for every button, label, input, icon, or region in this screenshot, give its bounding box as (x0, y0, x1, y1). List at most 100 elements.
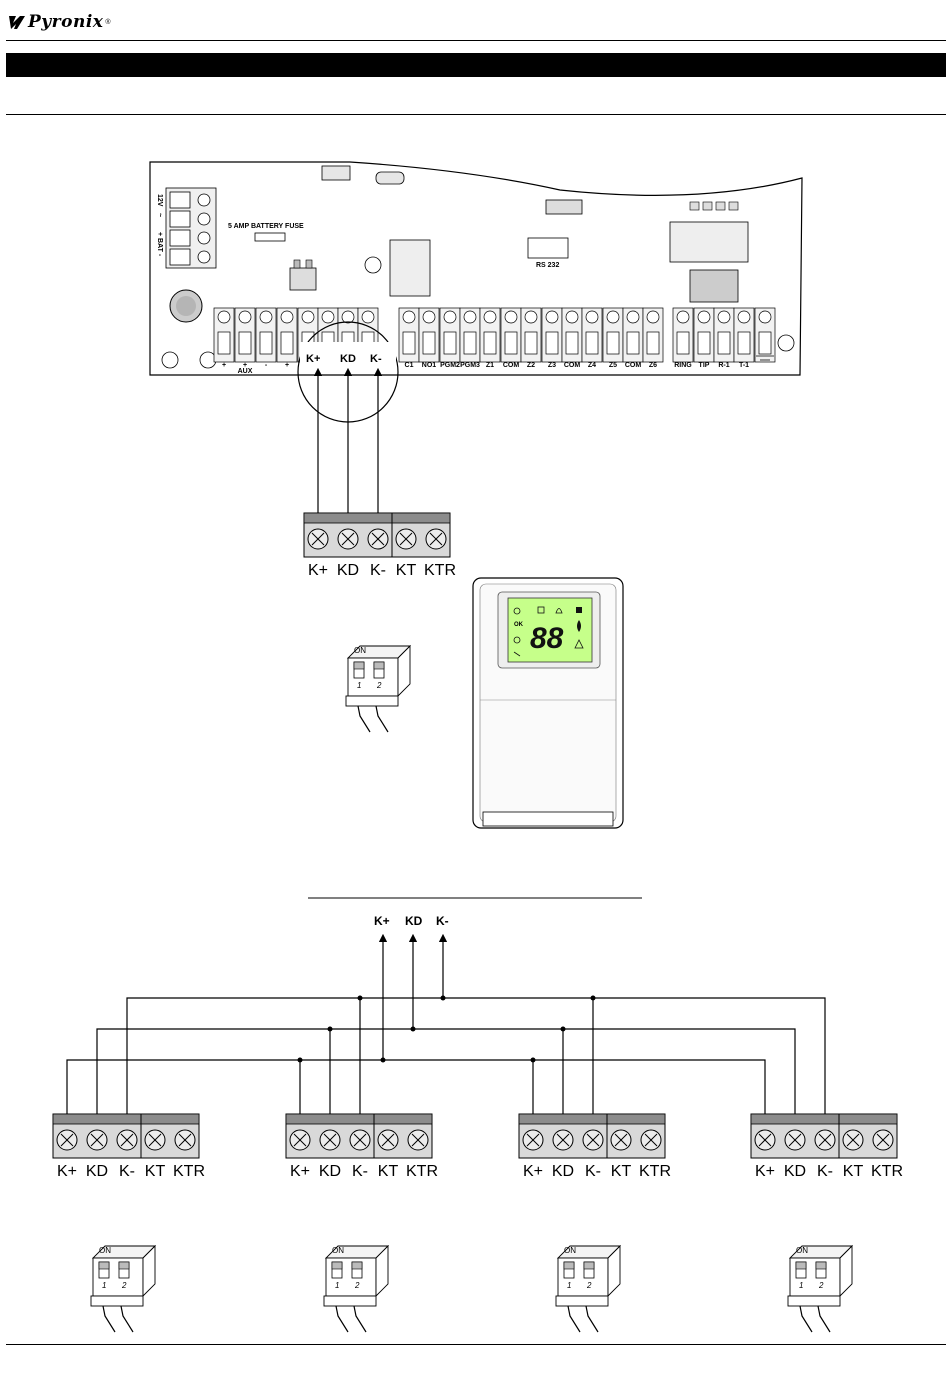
dip-on-label: ON (332, 1246, 344, 1255)
dip-position-label: 2 (586, 1281, 592, 1290)
terminal-label: KT (611, 1163, 632, 1180)
panel-terminal-label: NO1 (422, 362, 437, 369)
bus-label-kminus: K- (436, 914, 449, 928)
modem-module (670, 222, 748, 262)
terminal-label: KD (86, 1163, 108, 1180)
panel-terminal-label: Z2 (527, 362, 535, 369)
terminal-label: KTR (173, 1163, 205, 1180)
dip-on-label: ON (354, 646, 366, 655)
bus-label-kplus: K+ (374, 914, 390, 928)
transformer (690, 270, 738, 302)
terminal-label: KTR (639, 1163, 671, 1180)
mount-hole (778, 335, 794, 351)
panel-label-ac: ~ (156, 213, 163, 217)
panel-terminal-label: PGM2 (440, 362, 460, 369)
dip-on-label: ON (796, 1246, 808, 1255)
dip-switch: ON 1 2 (91, 1246, 155, 1332)
power-terminal-block (166, 188, 216, 268)
panel-label-12v: 12V (156, 194, 163, 207)
terminal-label: K- (370, 562, 386, 579)
dip-pin (586, 1306, 598, 1332)
dip-switch: ON 1 2 (556, 1246, 620, 1332)
panel-terminal-label: Z6 (649, 362, 657, 369)
dip-pin (818, 1306, 830, 1332)
dip-pin (354, 1306, 366, 1332)
keypad-device: 88 OK (473, 578, 623, 828)
mount-hole (365, 257, 381, 273)
terminal-label: K+ (308, 562, 328, 579)
dip-position-label: 2 (354, 1281, 360, 1290)
footer-divider (6, 1344, 946, 1345)
dip-position-label: 1 (335, 1281, 339, 1290)
dip-pin (103, 1306, 115, 1332)
fuse (255, 233, 285, 241)
terminal-label: KT (843, 1163, 864, 1180)
terminal-label: KTR (871, 1163, 903, 1180)
terminal-label: KT (378, 1163, 399, 1180)
dip-position-label: 2 (376, 681, 382, 690)
zoom-label-kminus: K- (370, 353, 382, 365)
terminal-label: K- (352, 1163, 368, 1180)
dip-switch: ON 1 2 (788, 1246, 852, 1332)
terminal-label: K+ (523, 1163, 543, 1180)
panel-terminal-label: COM (503, 362, 520, 369)
panel-terminal-label: RING (674, 362, 692, 369)
terminal-label: KT (145, 1163, 166, 1180)
panel-label-battery: + BAT - (156, 232, 163, 257)
keypad-terminal-block: K+KDK-KTKTR (286, 1114, 438, 1180)
dip-pin (358, 706, 370, 732)
dip-position-label: 2 (121, 1281, 127, 1290)
keypad-flap (483, 812, 613, 826)
dip-position-label: 1 (357, 681, 361, 690)
panel-terminal-label: PGM3 (460, 362, 480, 369)
terminal-label: KT (396, 562, 417, 579)
dip-on-label: ON (99, 1246, 111, 1255)
dip-on-label: ON (564, 1246, 576, 1255)
terminal-label: KTR (424, 562, 456, 579)
panel-terminal-label: Z3 (548, 362, 556, 369)
mount-hole (162, 352, 178, 368)
dip-pin (336, 1306, 348, 1332)
terminal-label: KD (337, 562, 359, 579)
keypad-terminal-block: K+ KD K- KT KTR (53, 1114, 205, 1180)
dip-switch: ON 1 2 (346, 646, 410, 732)
dip-position-label: 1 (567, 1281, 571, 1290)
terminal-label: K+ (755, 1163, 775, 1180)
lcd-digits: 88 (530, 622, 564, 655)
dip-pin (800, 1306, 812, 1332)
dip-switch: ON 1 2 (324, 1246, 388, 1332)
panel-terminal-label: Z1 (486, 362, 494, 369)
zoom-label-kd: KD (340, 353, 356, 365)
keypad-terminal-block: K+ KD K- KT KTR (304, 513, 456, 579)
terminal-label: KD (552, 1163, 574, 1180)
terminal-label: KTR (406, 1163, 438, 1180)
rs232-label: RS 232 (536, 262, 559, 269)
panel-terminal-label: Z4 (588, 362, 596, 369)
mount-hole (200, 352, 216, 368)
rs232-connector (528, 238, 568, 258)
fuse-label: 5 AMP BATTERY FUSE (228, 223, 304, 230)
tamper-icon (576, 607, 582, 613)
panel-terminal-label: COM (564, 362, 581, 369)
jumper (290, 268, 316, 290)
terminal-label: K+ (290, 1163, 310, 1180)
panel-terminal-label: R-1 (718, 362, 729, 369)
top-connector (322, 166, 350, 180)
panel-aux-label: AUX (238, 368, 253, 375)
zoom-label-kplus: K+ (306, 353, 320, 365)
terminal-label: K- (119, 1163, 135, 1180)
terminal-label: K+ (57, 1163, 77, 1180)
terminal-label: K- (817, 1163, 833, 1180)
dip-position-label: 2 (818, 1281, 824, 1290)
panel-terminal-label: T-1 (739, 362, 749, 369)
lcd-ok: OK (514, 622, 524, 628)
dip-position-label: 1 (799, 1281, 803, 1290)
panel-terminal-label: + (222, 362, 226, 369)
terminal-label: KD (784, 1163, 806, 1180)
header-connector (546, 200, 582, 214)
bus-wiring (67, 938, 825, 1114)
dip-position-label: 1 (102, 1281, 106, 1290)
panel-terminal-label: TIP (699, 362, 710, 369)
